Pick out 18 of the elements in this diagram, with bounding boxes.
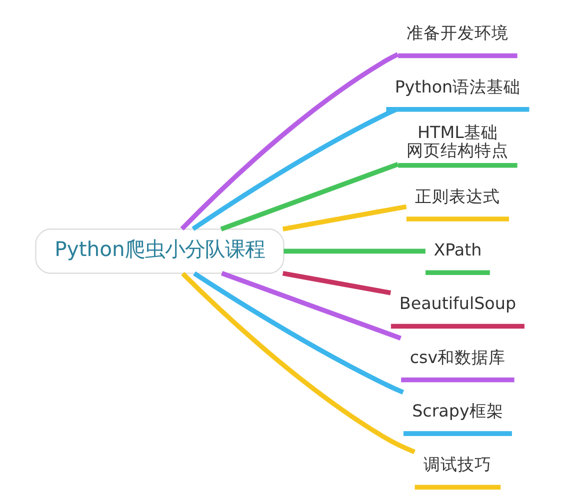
node-box: Python爬虫小分队课程 <box>35 228 284 274</box>
node-text: HTML基础 网页结构特点 <box>406 123 509 160</box>
connector <box>282 270 392 296</box>
connector <box>220 162 399 232</box>
connector <box>180 52 399 231</box>
connector <box>284 248 426 254</box>
node-text: 正则表达式 <box>415 186 500 206</box>
node-text: 准备开发环境 <box>406 24 509 43</box>
node-text: XPath <box>434 240 482 260</box>
node-text: csv和数据库 <box>410 348 506 367</box>
node-text: BeautifulSoup <box>399 294 516 314</box>
node-text: Scrapy框架 <box>412 402 504 421</box>
connector <box>193 271 404 395</box>
node-text: 调试技巧 <box>424 455 492 474</box>
node-text: Python语法基础 <box>394 77 521 96</box>
connector <box>181 272 416 454</box>
connector <box>221 271 402 340</box>
connector <box>282 204 407 232</box>
